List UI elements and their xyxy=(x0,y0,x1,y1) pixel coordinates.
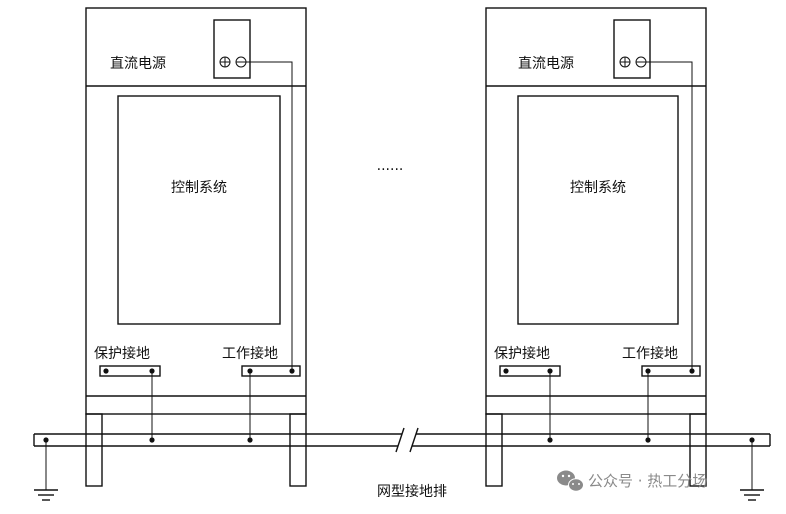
dc-power-label: 直流电源 xyxy=(518,55,574,72)
cabinet-frame xyxy=(485,7,707,415)
work-ground-label: 工作接地 xyxy=(222,345,278,362)
cabinet-leg-right xyxy=(689,413,707,487)
mesh-ground-busbar: 网型接地排 xyxy=(33,371,771,501)
wechat-icon xyxy=(557,470,584,492)
work-ground-label: 工作接地 xyxy=(622,345,678,362)
work-ground-bar xyxy=(241,365,301,377)
control-system-label: 控制系统 xyxy=(570,180,626,196)
cabinet-leg-left xyxy=(485,413,503,487)
earth-ground-icon xyxy=(740,440,764,501)
dc-minus-wire xyxy=(646,61,693,371)
dc-power-label: 直流电源 xyxy=(110,55,166,72)
dc-minus-wire xyxy=(246,61,293,371)
busbar-break-mark xyxy=(409,427,419,453)
control-system-panel xyxy=(117,95,281,325)
dc-terminal-box xyxy=(613,19,651,79)
work-ground-bar xyxy=(641,365,701,377)
earth-ground-icon xyxy=(34,440,58,501)
cabinet-2: 直流电源 控制系统 保护接地 工作接地 xyxy=(485,7,707,487)
protect-ground-bar xyxy=(99,365,161,377)
protect-ground-label: 保护接地 xyxy=(94,345,150,362)
watermark-text: 公众号 · 热工分场 xyxy=(588,472,707,490)
cabinet-1: 直流电源 控制系统 保护接地 工作接地 xyxy=(85,7,307,487)
cabinet-leg-right xyxy=(289,413,307,487)
busbar-label: 网型接地排 xyxy=(377,483,447,500)
control-system-label: 控制系统 xyxy=(171,180,227,196)
cabinet-frame xyxy=(85,7,307,415)
more-cabinets-ellipsis: ...... xyxy=(377,158,404,174)
protect-ground-bar xyxy=(499,365,561,377)
busbar-break-mark xyxy=(395,427,405,453)
protect-ground-label: 保护接地 xyxy=(494,345,550,362)
watermark: 公众号 · 热工分场 xyxy=(557,470,707,492)
dc-terminal-box xyxy=(213,19,251,79)
cabinet-leg-left xyxy=(85,413,103,487)
control-system-panel xyxy=(517,95,679,325)
